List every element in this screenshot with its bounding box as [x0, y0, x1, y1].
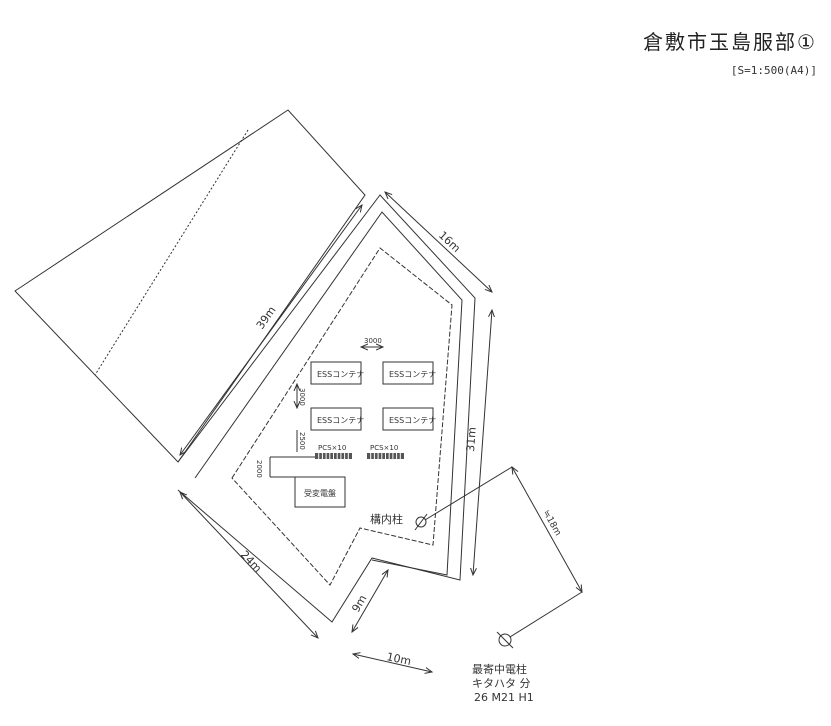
dim-label: 2000	[255, 460, 263, 478]
fence-line	[231, 247, 453, 586]
ess-label: ESSコンテナ	[317, 416, 364, 425]
dim-39m	[180, 205, 362, 455]
scale-label: [S=1:500(A4)]	[730, 64, 817, 77]
dim-18m	[512, 467, 582, 592]
dim-label: 31m	[464, 427, 479, 453]
ess-label: ESSコンテナ	[389, 370, 436, 379]
nearest-pole-label: 26 M21 H1	[474, 691, 534, 704]
nearest-pole-label: キタハタ 分	[472, 677, 531, 690]
dim-10m	[353, 654, 432, 672]
dim-label: 24m	[238, 548, 264, 575]
dim-24m	[180, 492, 318, 638]
pcs-units	[315, 453, 404, 459]
dim-label: 39m	[254, 304, 279, 332]
ess-label: ESSコンテナ	[389, 416, 436, 425]
nearest-pole-icon	[498, 633, 512, 647]
page-title: 倉敷市玉島服部①	[643, 30, 817, 54]
dim-9m	[352, 570, 388, 632]
adjacent-parcel	[14, 109, 366, 463]
ess-container	[382, 361, 434, 385]
service-line	[424, 466, 513, 521]
onsite-pole-slash	[414, 513, 428, 531]
dim-label: 2500	[298, 432, 306, 450]
ess-container	[382, 407, 434, 431]
nearest-pole-slash	[496, 631, 514, 649]
dim-label: 9m	[349, 593, 369, 615]
nearest-pole-label: 最寄中電柱	[472, 662, 527, 676]
dim-label: 3000	[298, 388, 306, 406]
onsite-pole-label: 構内柱	[370, 512, 403, 526]
substation-label: 受変電盤	[304, 488, 336, 498]
dim-label: 3000	[364, 337, 382, 345]
site-boundary	[177, 194, 476, 623]
pcs-label: PCS×10	[318, 444, 346, 452]
dim-31m	[473, 310, 492, 575]
service-line	[509, 591, 583, 638]
ess-container	[310, 407, 362, 431]
dim-label: 10m	[385, 650, 412, 668]
pcs-label: PCS×10	[370, 444, 398, 452]
dim-label: 16m	[436, 229, 463, 255]
dim-16m	[385, 192, 492, 292]
onsite-pole-icon	[415, 516, 427, 528]
substation-panel	[294, 476, 346, 508]
ess-container	[310, 361, 362, 385]
ess-label: ESSコンテナ	[317, 370, 364, 379]
parcel-division-line	[94, 129, 249, 376]
